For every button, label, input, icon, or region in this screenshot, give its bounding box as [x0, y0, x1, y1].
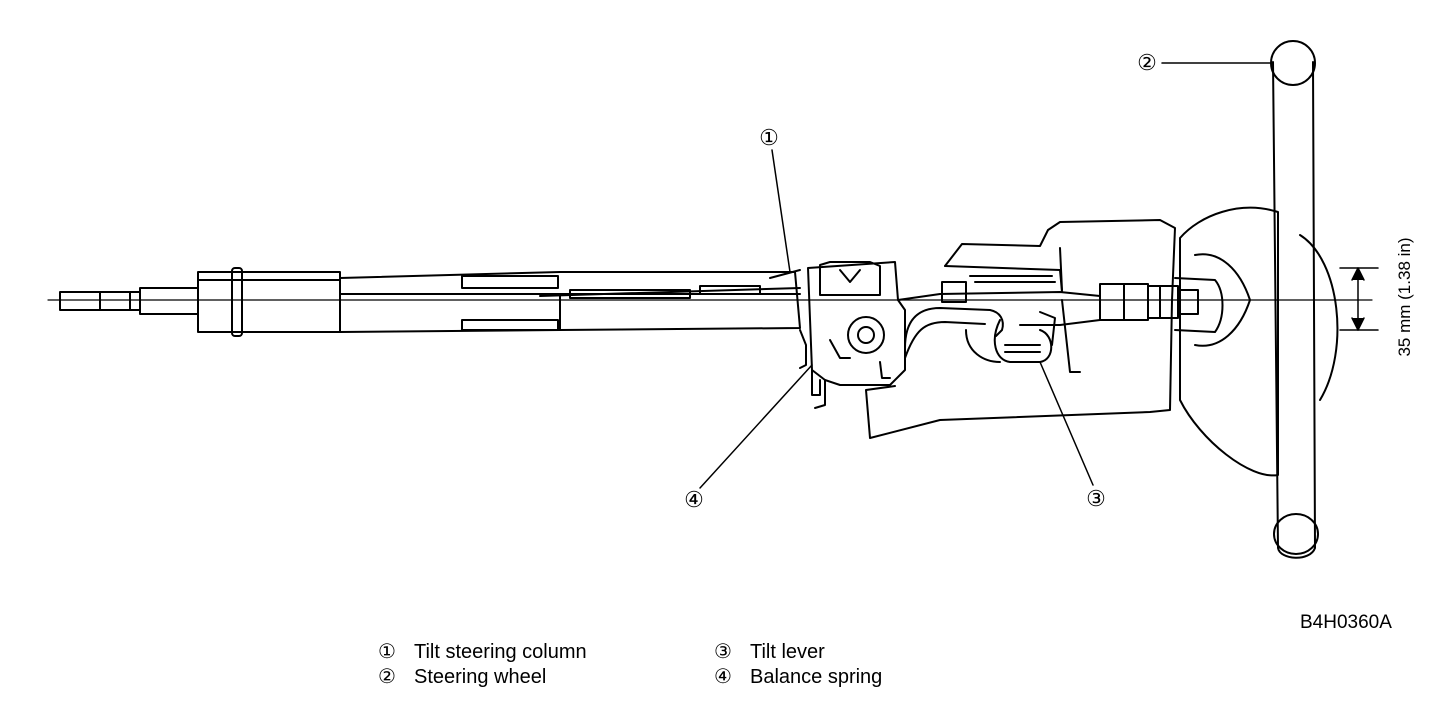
legend-right: ③ Tilt lever ④ Balance spring	[714, 640, 882, 690]
dimension-35mm	[1339, 267, 1379, 331]
legend-label: Tilt lever	[750, 641, 825, 663]
leader-1	[771, 149, 791, 273]
callout-2: ②	[1137, 50, 1157, 75]
lower-column-tube	[197, 267, 341, 337]
legend-item: ③ Tilt lever	[714, 640, 882, 665]
leader-3	[1039, 361, 1094, 486]
main-column	[339, 269, 801, 333]
legend-label: Tilt steering column	[414, 641, 587, 663]
callout-4: ④	[684, 487, 704, 512]
leader-4	[699, 364, 813, 489]
legend-number: ③	[714, 641, 732, 663]
legend-item: ② Steering wheel	[378, 665, 587, 690]
shaft-end	[59, 287, 199, 315]
dimension-label: 35 mm (1.38 in)	[1395, 237, 1414, 356]
callout-leaders	[699, 62, 1273, 489]
legend-item: ① Tilt steering column	[378, 640, 587, 665]
legend-label: Steering wheel	[414, 666, 547, 688]
legend-number: ①	[378, 641, 396, 663]
legend-item: ④ Balance spring	[714, 665, 882, 690]
legend-label: Balance spring	[750, 666, 883, 688]
figure-code: B4H0360A	[1300, 612, 1392, 633]
shaft-nut	[1099, 283, 1199, 321]
lever-rod	[904, 307, 1004, 363]
tilt-lever-housing	[865, 219, 1176, 439]
legend-number: ④	[714, 666, 732, 688]
legend-number: ②	[378, 666, 396, 688]
callout-3: ③	[1086, 486, 1106, 511]
tilt-bracket	[799, 261, 906, 409]
legend-left: ① Tilt steering column ② Steering wheel	[378, 640, 587, 690]
callout-1: ①	[759, 125, 779, 150]
